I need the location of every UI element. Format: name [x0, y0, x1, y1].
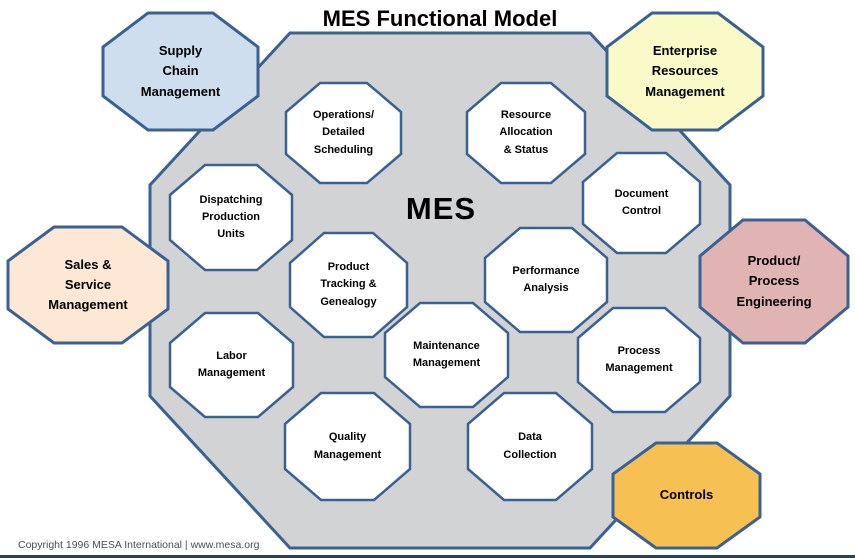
node-quality-management-shape: [283, 391, 412, 502]
node-sales-service-management-shape: [6, 225, 170, 345]
node-operations-detailed-scheduling-shape: [284, 81, 403, 185]
node-supply-chain-management-shape: [101, 11, 260, 132]
node-performance-analysis-shape: [483, 226, 609, 334]
node-product-process-engineering-shape: [698, 218, 850, 345]
node-controls-shape: [611, 441, 762, 550]
copyright-text: Copyright 1996 MESA International | www.…: [18, 539, 260, 551]
node-product-tracking-genealogy-shape: [288, 231, 409, 339]
bottom-border-bar: [0, 555, 855, 558]
node-document-control-shape: [581, 151, 702, 255]
node-labor-management-shape: [168, 311, 295, 419]
node-data-collection-shape: [466, 391, 594, 502]
node-dispatching-production-units-shape: [168, 163, 294, 272]
node-process-management-shape: [576, 306, 702, 414]
node-maintenance-management-shape: [383, 301, 510, 409]
diagram-title: MES Functional Model: [322, 6, 558, 31]
node-resource-allocation-status-shape: [465, 81, 587, 185]
node-enterprise-resources-management-shape: [605, 11, 765, 132]
hub-label: MES: [405, 191, 477, 226]
